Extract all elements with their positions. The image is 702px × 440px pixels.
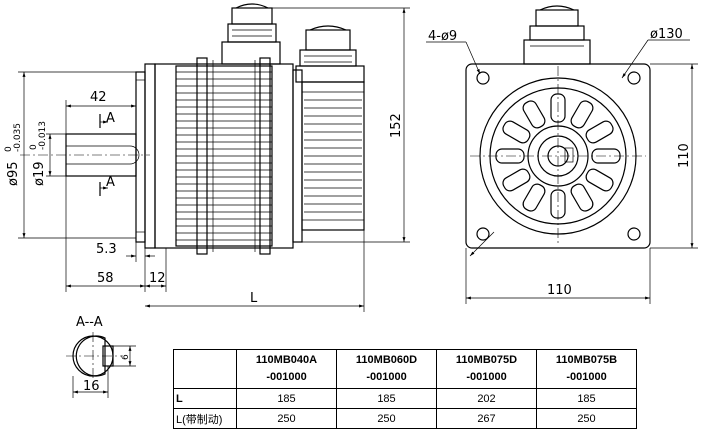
shaft-section <box>66 332 122 380</box>
dim-flange-thickness: 12 <box>145 248 167 292</box>
svg-text:0: 0 <box>29 144 39 150</box>
model-header: 110MB040A -001000 <box>236 349 337 389</box>
svg-text:A: A <box>106 175 115 190</box>
model-name: 110MB060D <box>355 354 418 366</box>
power-connector <box>221 3 281 65</box>
svg-text:A: A <box>106 111 115 126</box>
model-header: 110MB075D -001000 <box>436 349 537 389</box>
svg-text:110: 110 <box>677 143 692 168</box>
model-header: 110MB075B -001000 <box>536 349 637 389</box>
dim-shaft-diameter: ø19 0 -0.013 <box>29 121 66 186</box>
model-suffix: -001000 <box>266 371 307 383</box>
section-mark-a: A A <box>99 111 115 196</box>
model-name: 110MB040A <box>255 354 318 366</box>
svg-text:4-ø9: 4-ø9 <box>428 29 457 44</box>
svg-text:ø95: ø95 <box>6 162 21 187</box>
svg-text:152: 152 <box>389 113 404 138</box>
encoder-connector <box>295 25 365 83</box>
rotor-slot <box>570 100 594 129</box>
dim-shaft-length: 42 <box>65 90 136 134</box>
table-cell: 202 <box>436 388 537 409</box>
rotor-slot <box>570 183 594 212</box>
dim-shaft-total: 58 <box>65 176 146 292</box>
row-label: L <box>173 388 237 409</box>
side-view: 42 A A ø95 0 -0.035 ø19 0 -0.013 <box>4 3 410 312</box>
rotor-slot <box>585 168 614 192</box>
svg-text:ø19: ø19 <box>32 162 47 187</box>
dim-square-width: 110 <box>465 248 651 304</box>
rotor-slot <box>502 168 531 192</box>
model-suffix: -001000 <box>566 371 607 383</box>
dim-square-height: 110 <box>650 63 698 249</box>
dim-key-depth: 16 <box>72 366 109 398</box>
svg-text:A--A: A--A <box>76 315 103 330</box>
table-row: L(带制动) 250 250 267 250 <box>173 408 637 429</box>
model-name: 110MB075D <box>455 354 518 366</box>
table-header-row: 110MB040A -001000 110MB060D -001000 110MB0… <box>173 349 637 389</box>
table-cell: 185 <box>536 388 637 409</box>
dim-bolt-circle: ø130 <box>469 27 690 257</box>
dim-holes: 4-ø9 <box>426 29 481 75</box>
svg-text:-0.035: -0.035 <box>13 123 23 152</box>
rotor-slot <box>522 100 546 129</box>
svg-text:L: L <box>250 291 258 306</box>
mounting-holes <box>476 71 641 241</box>
dim-key-width: 6 <box>113 345 136 367</box>
svg-text:ø130: ø130 <box>650 27 683 42</box>
dim-pilot-diameter: ø95 0 -0.035 <box>4 71 136 239</box>
table-cell: 250 <box>236 408 337 429</box>
svg-text:16: 16 <box>83 379 100 394</box>
rear-end-cap <box>292 69 365 243</box>
dim-flange-offset: 5.3 <box>96 242 155 262</box>
square-flange <box>465 63 651 249</box>
model-name: 110MB075B <box>555 354 618 366</box>
dim-height: 152 <box>272 7 410 243</box>
rotor-slot <box>502 120 531 144</box>
table-cell: 250 <box>536 408 637 429</box>
table-cell: 185 <box>336 388 437 409</box>
svg-text:58: 58 <box>97 271 114 286</box>
table-cell: 267 <box>436 408 537 429</box>
motor-body <box>154 57 294 255</box>
dim-body-length: L <box>145 230 365 312</box>
svg-text:-0.013: -0.013 <box>38 121 48 150</box>
front-view: 4-ø9 ø130 110 110 <box>426 5 698 304</box>
model-suffix: -001000 <box>466 371 507 383</box>
svg-text:6: 6 <box>121 354 131 360</box>
svg-text:12: 12 <box>149 271 166 286</box>
svg-text:110: 110 <box>547 283 572 298</box>
svg-text:42: 42 <box>90 90 107 105</box>
model-suffix: -001000 <box>366 371 407 383</box>
section-view: A--A 6 16 <box>66 315 136 398</box>
table-row: L 185 185 202 185 <box>173 388 637 409</box>
rotor-slot <box>522 183 546 212</box>
svg-text:5.3: 5.3 <box>96 242 117 257</box>
svg-text:0: 0 <box>4 146 14 152</box>
table-cell: 250 <box>336 408 437 429</box>
front-connector <box>523 5 591 65</box>
table-cell: 185 <box>236 388 337 409</box>
table-corner <box>173 349 237 389</box>
rotor-slot <box>585 120 614 144</box>
row-label: L(带制动) <box>173 408 237 429</box>
model-header: 110MB060D -001000 <box>336 349 437 389</box>
spec-table: 110MB040A -001000 110MB060D -001000 110MB0… <box>173 349 637 429</box>
